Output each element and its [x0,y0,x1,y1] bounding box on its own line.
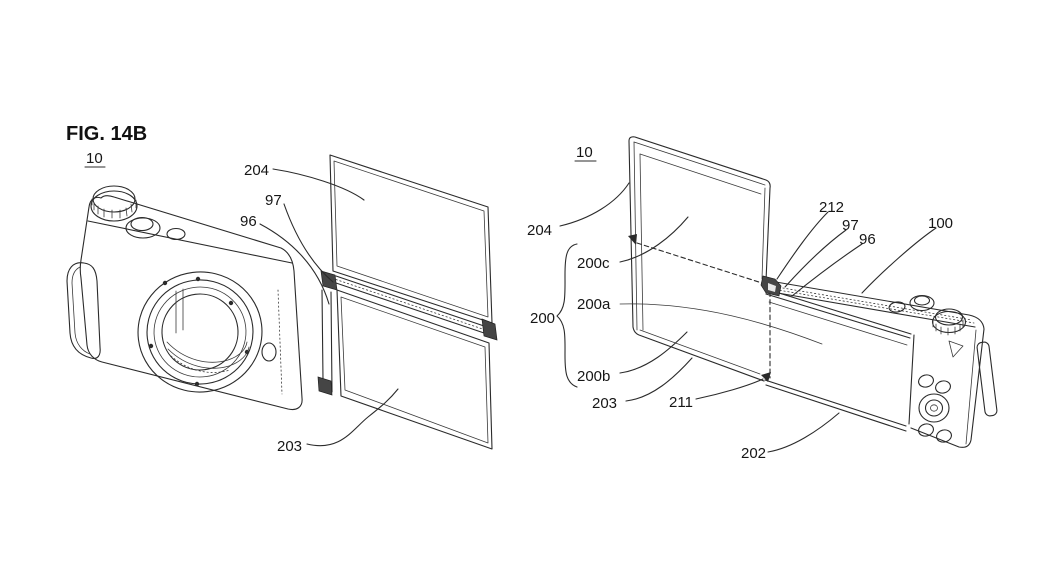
callout-200a: 200a [577,296,611,313]
leader-203-left [306,388,399,447]
camera-outline-right [769,280,985,448]
upper-panel [329,154,493,324]
lens-release-button [261,342,277,362]
camera-front-crease-dotted [277,289,283,395]
panel-202-right-edge [908,334,915,425]
mode-dial-knurling-right [932,319,964,336]
callout-200c: 200c [577,255,610,272]
fold-lines [628,234,771,379]
leader-204-right [559,182,630,227]
mode-dial [90,185,138,222]
right-leader-lines [559,182,937,453]
hinge-bar [335,275,491,336]
fold-line-arrowhead-left [628,234,637,245]
shutter-button-right [909,294,935,312]
left-leader-lines [259,168,399,447]
leader-204-left [272,168,365,201]
display-group-brace [556,243,578,388]
camera-grip [66,262,101,359]
standing-panel-top-right-edges [628,136,771,282]
mode-dial-knurling [91,198,137,219]
lower-panel [336,289,493,450]
callout-204-right: 204 [527,222,552,239]
lower-panel-inner-border [340,296,489,444]
top-plate-button [166,227,186,241]
callout-200b: 200b [577,368,610,385]
right-callouts: 204 200c 200a 200 200b 203 211 212 97 96… [527,199,953,462]
leader-212 [776,211,829,280]
callout-203-left: 203 [277,438,302,455]
callout-211: 211 [669,394,693,411]
right-view: 10 [527,136,998,462]
camera-rear-right-edge [965,329,977,445]
callout-100: 100 [928,215,953,232]
fold-line-212-dashed [636,242,763,284]
camera-top-front-edge-right [771,291,976,328]
attached-panel-202 [764,288,915,432]
left-display-panels [317,154,498,450]
leader-200a [619,303,823,345]
callout-212: 212 [819,199,844,216]
figure-title: FIG. 14B [66,123,147,145]
hinge-knuckle-bottom [317,376,333,396]
leader-211-arrowhead [761,372,771,382]
leader-97-left [283,203,334,283]
leader-202 [767,412,840,453]
lens-mount [137,271,263,393]
display-inner-border-top [639,153,762,195]
hinge-pillar [321,289,333,393]
leader-96-right [791,243,863,297]
left-callouts: 204 97 96 203 [240,162,302,455]
camera-body-outline [79,195,303,411]
callout-96-left: 96 [240,213,257,230]
top-button-right [888,301,906,313]
rear-control-pad [918,374,952,443]
mount-screws [148,276,250,387]
left-view: 204 97 96 203 [66,154,498,455]
leader-96-left [259,223,330,305]
side-port-cover [976,341,998,417]
callout-202: 202 [741,445,766,462]
hinge-knuckle-right-view [760,275,782,297]
callout-97-right: 97 [842,217,859,234]
leader-200c [619,216,689,263]
left-view-ref-label: 10 [86,150,103,167]
mount-interior [166,288,250,373]
callout-96-right: 96 [859,231,876,248]
mode-dial-right [931,308,967,336]
figure-header: FIG. 14B 10 [66,123,147,168]
leader-97-right [784,229,847,288]
hinge-knuckle-top [320,270,338,291]
callout-200: 200 [530,310,555,327]
leader-200b [619,331,688,374]
shutter-button [125,216,161,239]
leader-100 [861,227,937,294]
standing-panel-face [631,138,768,380]
thumb-rest-notch [948,340,964,358]
callout-203-right: 203 [592,395,617,412]
standing-panel [628,136,771,382]
leader-203-right [625,357,693,402]
camera-top-front-edge [87,220,293,264]
left-camera-body [66,185,303,411]
callout-97-left: 97 [265,192,282,209]
hinge-knuckle-right [481,318,498,341]
standing-panel-left-bottom-edges [628,140,765,382]
right-view-ref-label: 10 [576,144,593,161]
callout-204-left: 204 [244,162,269,179]
display-inner-border-left [639,153,644,331]
right-camera-body [769,280,998,448]
upper-panel-inner-border [333,160,489,318]
leader-211 [695,378,764,400]
